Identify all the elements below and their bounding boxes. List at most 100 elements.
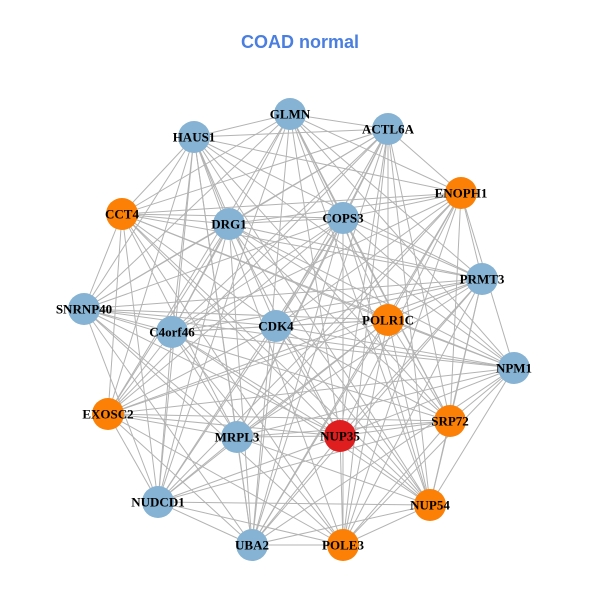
edge	[83, 308, 253, 546]
edge	[157, 331, 173, 503]
edge	[157, 325, 277, 503]
node-label: NUP35	[320, 429, 360, 444]
node-glmn[interactable]: GLMN	[270, 98, 311, 130]
node-nudcd1[interactable]: NUDCD1	[131, 486, 185, 518]
node-circle	[260, 310, 292, 342]
edge	[83, 308, 341, 437]
node-mrpl3[interactable]: MRPL3	[215, 421, 260, 453]
node-prmt3[interactable]: PRMT3	[460, 263, 505, 295]
edge	[339, 435, 344, 546]
edge	[236, 278, 483, 438]
node-circle	[68, 293, 100, 325]
node-label: DRG1	[211, 217, 246, 232]
node-snrnp40[interactable]: SNRNP40	[56, 293, 112, 325]
node-srp72[interactable]: SRP72	[431, 405, 469, 437]
edge	[275, 319, 389, 327]
edge	[193, 136, 515, 369]
edge	[171, 331, 344, 546]
edge	[236, 436, 253, 546]
node-circle	[372, 113, 404, 145]
node-exosc2[interactable]: EXOSC2	[82, 398, 134, 430]
edge	[121, 136, 195, 215]
edge	[83, 308, 277, 327]
node-circle	[445, 177, 477, 209]
edge	[107, 331, 173, 415]
node-label: GLMN	[270, 107, 311, 122]
edge	[289, 113, 515, 369]
edge	[83, 308, 451, 422]
node-pole3[interactable]: POLE3	[322, 529, 364, 561]
edge	[83, 308, 389, 321]
edge	[387, 319, 515, 369]
edge	[121, 213, 483, 280]
edge-layer	[83, 113, 515, 546]
edge	[193, 128, 389, 138]
node-circle	[466, 263, 498, 295]
node-label: POLE3	[322, 538, 364, 553]
edge	[107, 113, 291, 415]
edge	[342, 217, 483, 280]
node-circle	[498, 352, 530, 384]
edge	[236, 367, 515, 438]
node-haus1[interactable]: HAUS1	[173, 121, 216, 153]
node-polr1c[interactable]: POLR1C	[362, 304, 414, 336]
node-enoph1[interactable]: ENOPH1	[435, 177, 488, 209]
node-cdk4[interactable]: CDK4	[258, 310, 294, 342]
edge	[193, 136, 451, 422]
node-drg1[interactable]: DRG1	[211, 208, 247, 240]
edge	[387, 128, 451, 422]
edge	[157, 113, 291, 503]
edge	[83, 217, 344, 310]
edge	[342, 192, 462, 219]
node-label: ACTL6A	[362, 122, 415, 137]
edge	[107, 319, 389, 415]
node-label: NUP54	[410, 498, 450, 513]
node-cops3[interactable]: COPS3	[322, 202, 364, 234]
edge	[228, 223, 431, 506]
edge	[121, 128, 389, 215]
node-uba2[interactable]: UBA2	[235, 529, 269, 561]
edge	[339, 420, 451, 437]
edge	[121, 213, 431, 506]
edge	[251, 367, 515, 546]
node-nup54[interactable]: NUP54	[410, 489, 450, 521]
node-circle	[274, 98, 306, 130]
node-nup35[interactable]: NUP35	[320, 420, 360, 452]
node-circle	[327, 202, 359, 234]
edge	[387, 278, 483, 321]
edge	[107, 413, 253, 546]
edge	[387, 128, 431, 506]
node-npm1[interactable]: NPM1	[496, 352, 532, 384]
edge	[289, 113, 483, 280]
edge	[251, 217, 344, 546]
node-circle	[106, 198, 138, 230]
edge	[342, 278, 483, 546]
edge	[157, 420, 451, 503]
node-actl6a[interactable]: ACTL6A	[362, 113, 415, 145]
edge	[236, 192, 462, 438]
node-label: NUDCD1	[131, 495, 184, 510]
edge	[171, 223, 230, 333]
edge	[342, 217, 431, 506]
edge	[275, 325, 451, 422]
edge	[107, 136, 195, 415]
node-circle	[236, 529, 268, 561]
node-cct4[interactable]: CCT4	[105, 198, 139, 230]
edge	[83, 213, 123, 310]
edge	[193, 136, 344, 546]
node-label: CCT4	[105, 207, 139, 222]
node-label: MRPL3	[215, 430, 260, 445]
edge	[387, 319, 451, 422]
node-circle	[142, 486, 174, 518]
edge	[251, 504, 431, 546]
edge	[107, 413, 344, 546]
node-c4orf46[interactable]: C4orf46	[149, 316, 195, 348]
edge	[157, 436, 238, 503]
node-label: NPM1	[496, 361, 532, 376]
node-circle	[213, 208, 245, 240]
edge	[339, 128, 389, 437]
edge	[121, 213, 344, 546]
node-circle	[92, 398, 124, 430]
edge	[107, 213, 123, 415]
